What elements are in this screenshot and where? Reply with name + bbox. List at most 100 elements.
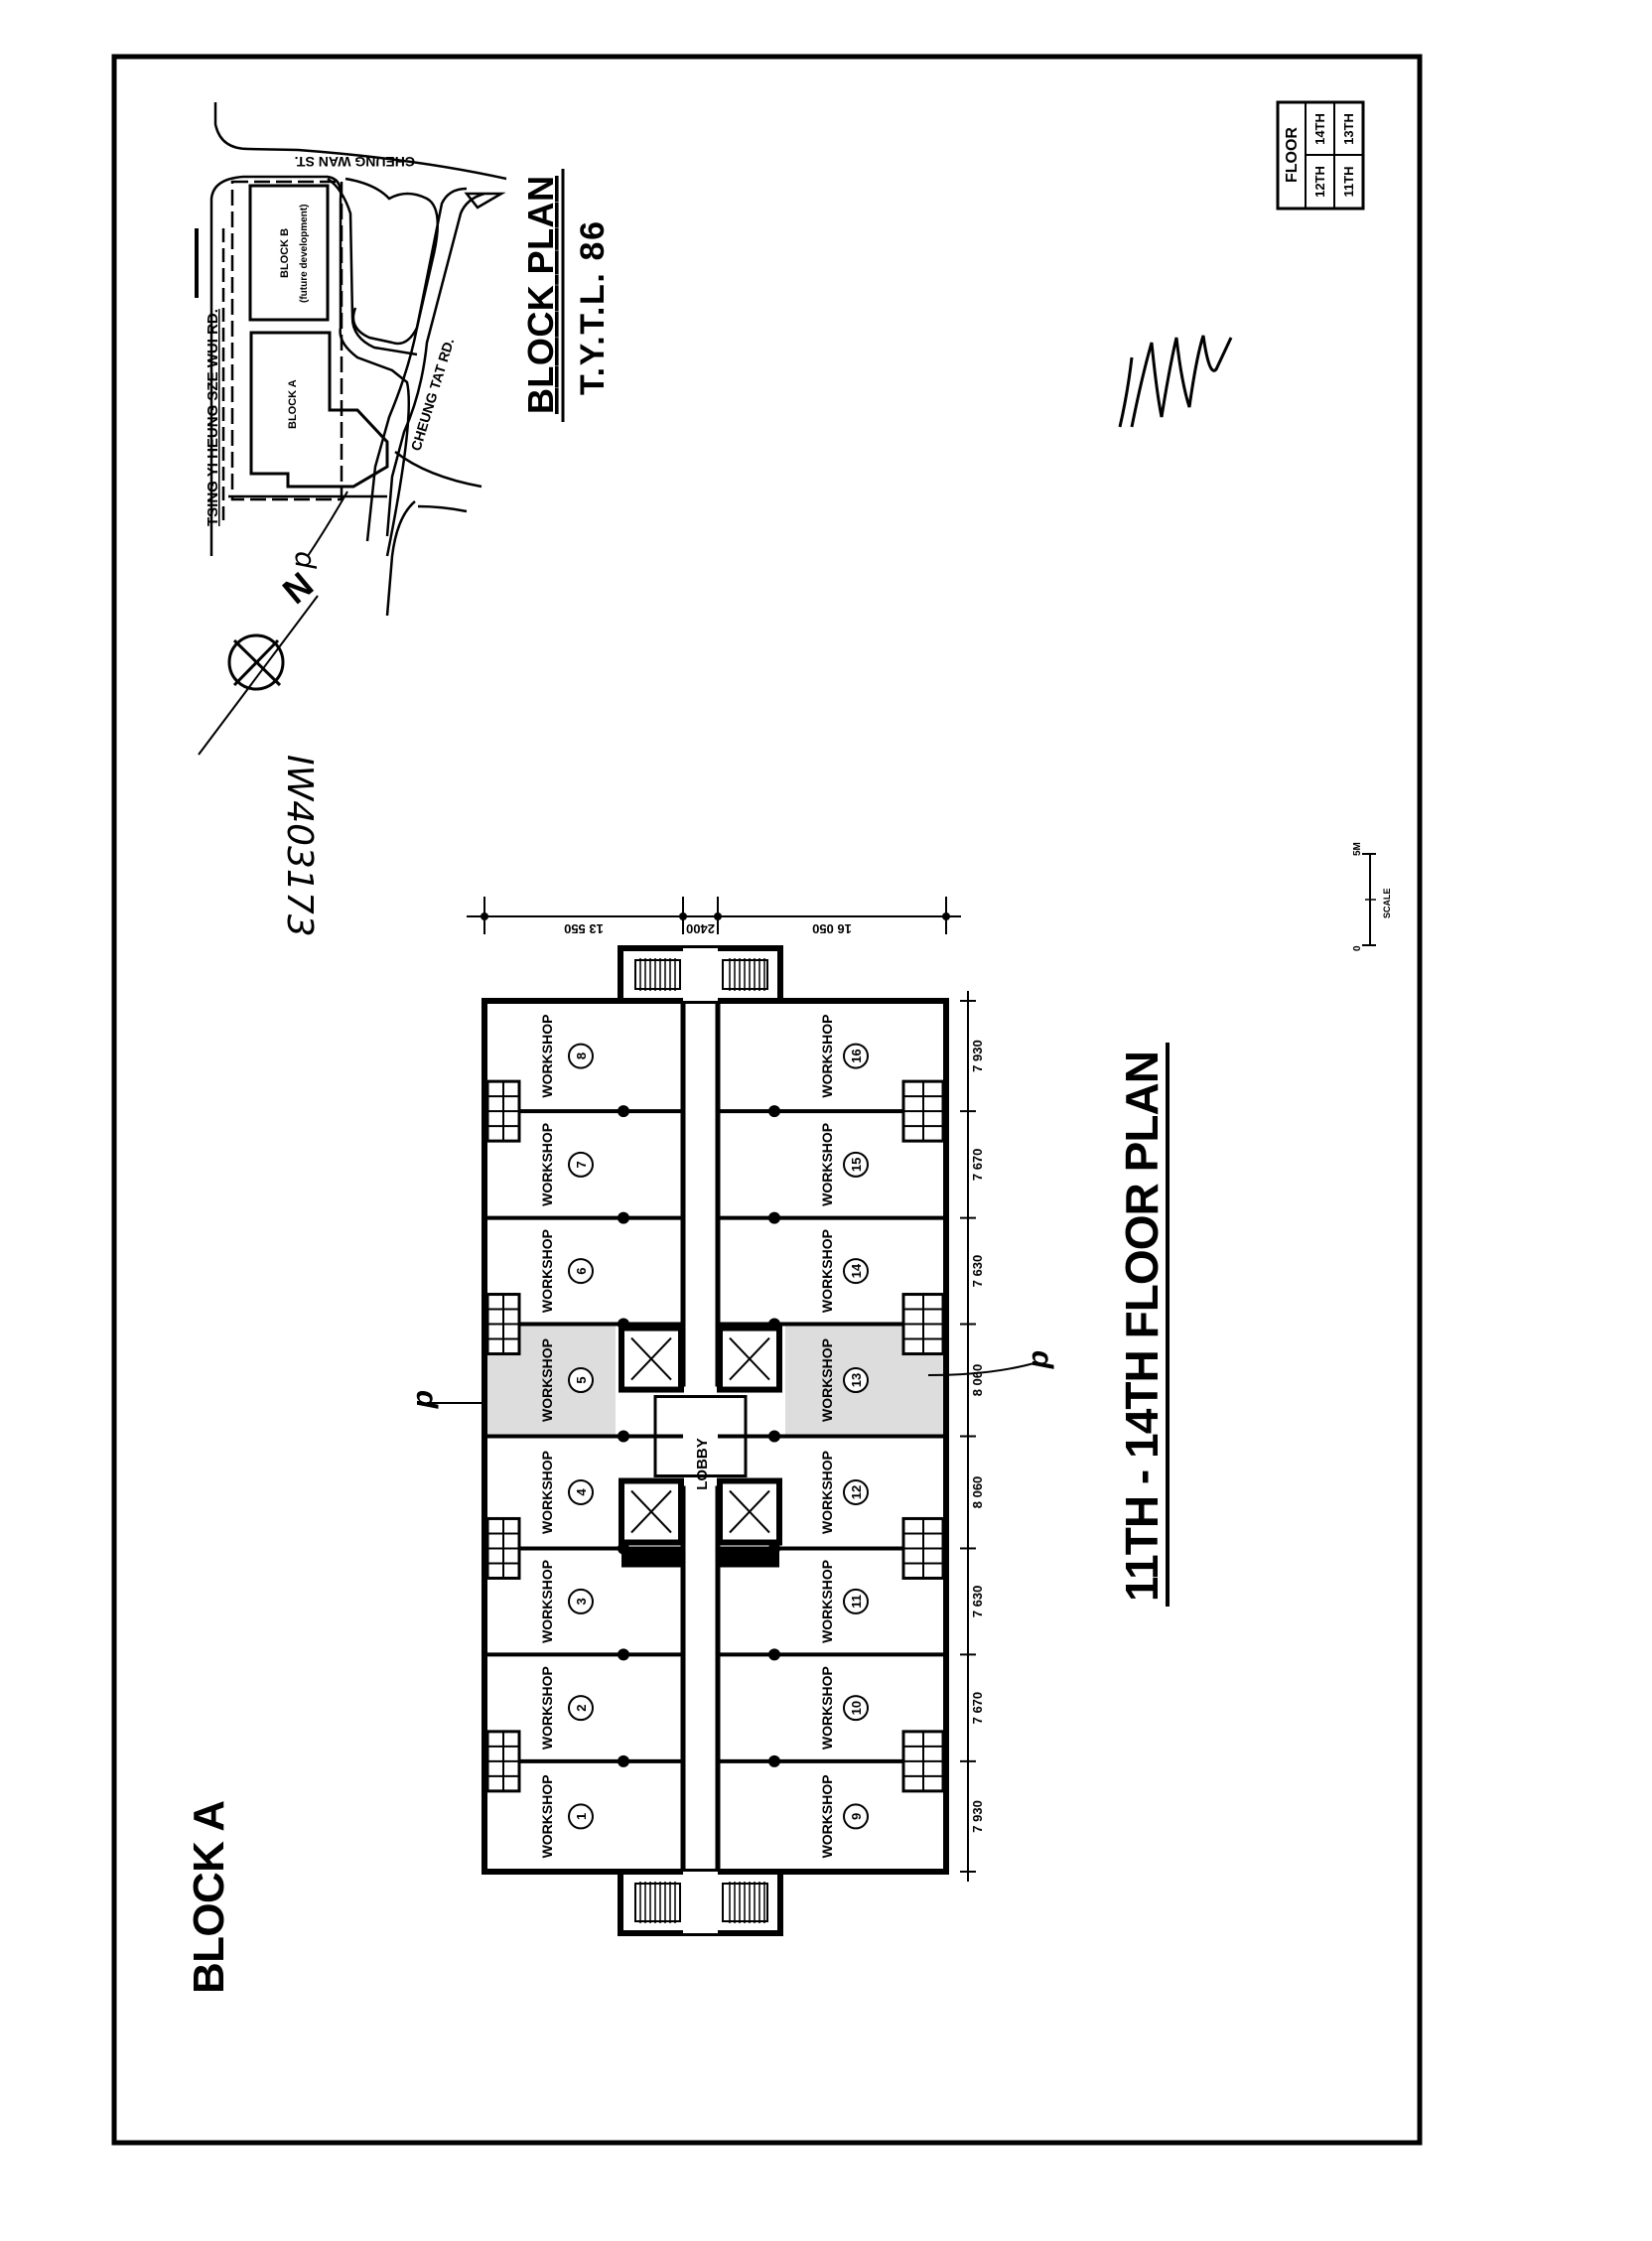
dimension-label: 7 670	[970, 1149, 985, 1182]
unit-number-circle	[843, 1478, 869, 1505]
lift-cross	[729, 1489, 770, 1534]
column	[768, 1754, 780, 1767]
unit-number-circle	[568, 1803, 594, 1830]
floor-table-cell: 11TH	[1341, 166, 1356, 197]
stair-flight	[634, 959, 681, 990]
block-label: BLOCK A	[185, 1800, 233, 1994]
road-label-tsing-yi-heung-sze-wui-rd: TSING YI HEUNG SZE WUI RD.	[205, 309, 221, 526]
workshop-label: WORKSHOP	[539, 1451, 555, 1534]
block-plan-block-b-note: (future development)	[299, 205, 310, 303]
stair-landing	[683, 948, 718, 1001]
scale-end: 5M	[1352, 842, 1363, 856]
dimension-node	[679, 912, 687, 920]
annotation-leader	[307, 490, 348, 557]
stair-flight	[722, 1883, 768, 1922]
unit-number: 13	[849, 1373, 864, 1387]
workshop-label: WORKSHOP	[539, 1338, 555, 1422]
workshop-label: WORKSHOP	[819, 1666, 835, 1750]
floor-table-header: FLOOR	[1284, 127, 1301, 183]
floor-table: FLOOR 12TH 14TH 11TH 13TH	[1276, 100, 1365, 210]
workshop-label: WORKSHOP	[539, 1774, 555, 1858]
workshop-label: WORKSHOP	[819, 1123, 835, 1206]
dimension-node	[714, 912, 722, 920]
unit-number: 7	[574, 1161, 589, 1168]
block-plan-block-b-label: BLOCK B	[279, 228, 291, 278]
column	[768, 1648, 780, 1661]
stair-flight	[634, 1883, 681, 1922]
unit-number: 1	[574, 1813, 589, 1820]
unit-number: 2	[574, 1705, 589, 1712]
handwritten-reference: IW403173	[279, 755, 320, 937]
dimension-label: 13 550	[564, 921, 604, 936]
workshop-label: WORKSHOP	[539, 1123, 555, 1206]
annotation-mark: d	[289, 551, 322, 569]
annotation-mark: d	[1026, 1350, 1058, 1369]
block-plan-block-a	[249, 331, 389, 489]
north-label: N	[275, 564, 321, 612]
column	[618, 1211, 629, 1224]
unit-number: 5	[574, 1376, 589, 1383]
floor-table-cell: 13TH	[1341, 113, 1356, 145]
unit-number-circle	[843, 1258, 869, 1285]
signature	[1118, 335, 1233, 428]
dimension-label: 16 050	[812, 921, 852, 936]
unit-number: 16	[849, 1049, 864, 1062]
sheet-border	[111, 54, 1423, 2146]
dimension-label: 7 930	[970, 1800, 985, 1833]
block-plan-lot: T.Y.T.L. 86	[574, 221, 612, 395]
north-arrow-icon: N	[198, 564, 321, 756]
column	[768, 1430, 780, 1443]
floor-table-cell: 14TH	[1312, 113, 1327, 145]
dimension-label: 7 670	[970, 1692, 985, 1725]
unit-number-circle	[843, 1803, 869, 1830]
road-label-cheung-wan-st: CHEUNG WAN ST.	[295, 154, 415, 170]
scale-label: SCALE	[1382, 888, 1392, 918]
column	[768, 1105, 780, 1118]
unit-number-circle	[843, 1151, 869, 1178]
block-plan	[195, 102, 507, 617]
unit-number: 15	[849, 1158, 864, 1172]
stair-flight	[722, 959, 768, 990]
unit-number-circle	[568, 1367, 594, 1394]
block-plan-block-a-label: BLOCK A	[287, 379, 299, 429]
dimension-label: 2400	[686, 921, 715, 936]
column	[768, 1211, 780, 1224]
annotation-mark: d	[410, 1390, 443, 1409]
workshop-label: WORKSHOP	[819, 1560, 835, 1643]
unit-number: 10	[849, 1701, 864, 1715]
dimension-node	[481, 912, 488, 920]
workshop-label: WORKSHOP	[539, 1229, 555, 1313]
unit-number: 9	[849, 1813, 864, 1820]
dimension-label: 7 630	[970, 1586, 985, 1618]
workshop-label: WORKSHOP	[819, 1015, 835, 1098]
dimension-label: 8 060	[970, 1476, 985, 1509]
unit-number: 6	[574, 1267, 589, 1274]
unit-number-circle	[568, 1695, 594, 1722]
stair-landing	[683, 1872, 718, 1933]
workshop-label: WORKSHOP	[819, 1229, 835, 1313]
block-plan-block-b	[248, 184, 330, 322]
column	[618, 1754, 629, 1767]
workshop-label: WORKSHOP	[819, 1338, 835, 1422]
lift-cross	[630, 1336, 672, 1381]
lift-cross	[729, 1336, 770, 1381]
unit-number-circle	[568, 1588, 594, 1614]
unit-number-circle	[843, 1695, 869, 1722]
dimension-label: 7 630	[970, 1255, 985, 1288]
workshop-label: WORKSHOP	[819, 1774, 835, 1858]
unit-number: 8	[574, 1052, 589, 1059]
unit-number-circle	[843, 1367, 869, 1394]
workshop-label: WORKSHOP	[539, 1560, 555, 1643]
workshop-label: WORKSHOP	[539, 1666, 555, 1750]
unit-number-circle	[568, 1043, 594, 1069]
column	[618, 1648, 629, 1661]
unit-number-circle	[843, 1588, 869, 1614]
workshop-label: WORKSHOP	[819, 1451, 835, 1534]
unit-number-circle	[568, 1151, 594, 1178]
block-plan-site-boundary	[230, 180, 344, 501]
lift-cross	[630, 1489, 672, 1534]
unit-number: 14	[849, 1263, 864, 1278]
unit-number-circle	[568, 1258, 594, 1285]
